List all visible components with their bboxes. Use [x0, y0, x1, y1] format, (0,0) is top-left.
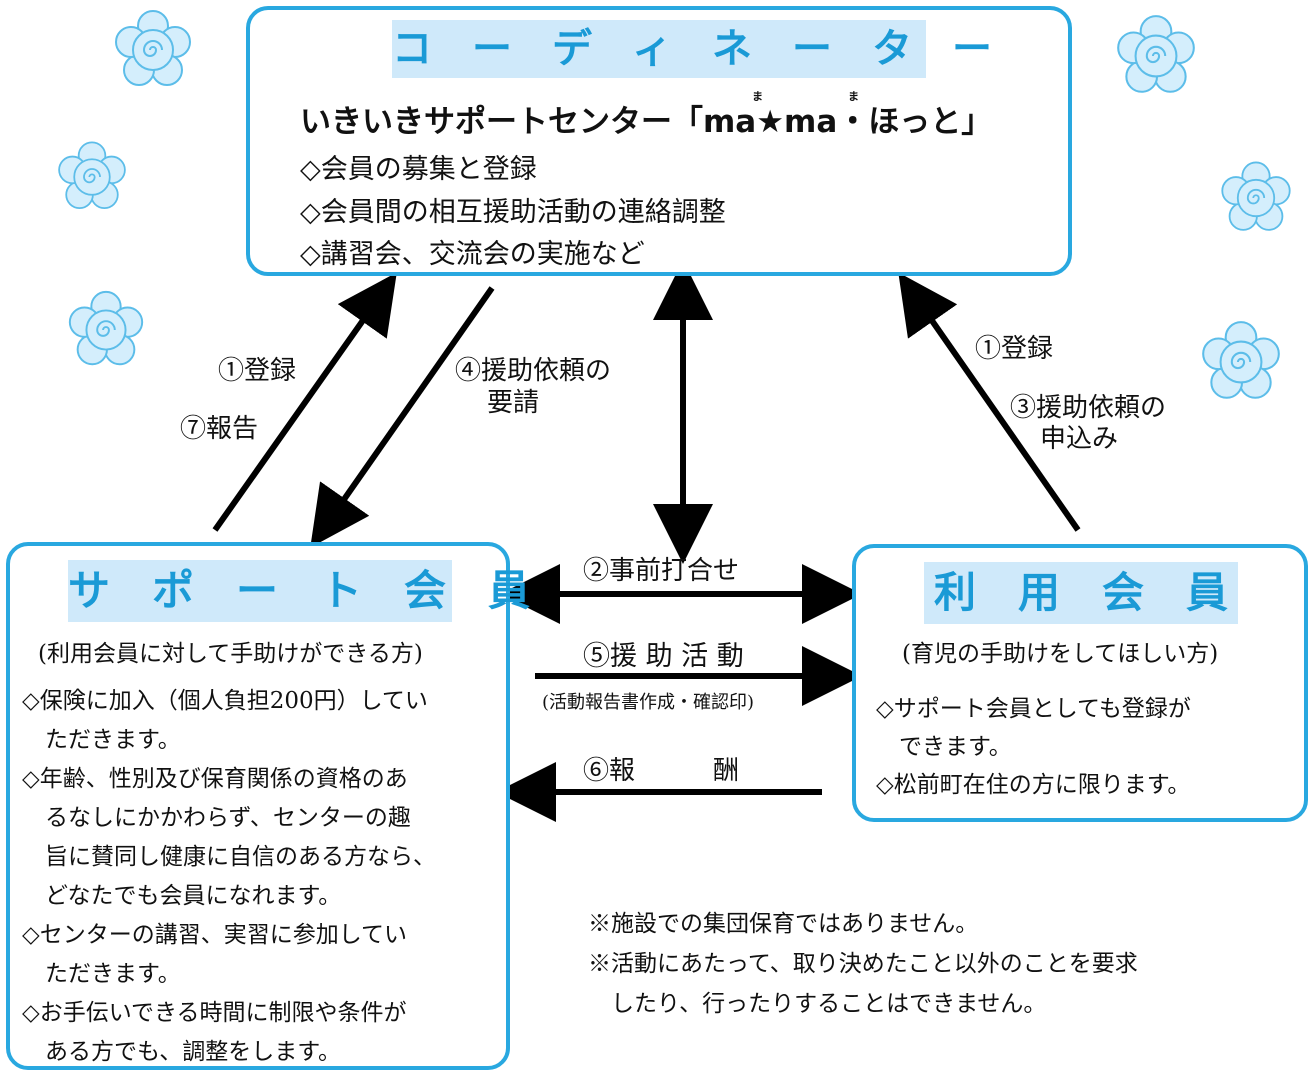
arrow-support-to-coordinator [212, 272, 397, 532]
note-line: したり、行ったりすることはできません。 [588, 991, 1047, 1017]
label-request: ④援助依頼の [455, 356, 612, 386]
center-name-star: ★ [756, 104, 785, 140]
user-line: できます。 [876, 734, 1012, 760]
support-line: ◇年齢、性別及び保育関係の資格のあ [22, 766, 408, 792]
note-line: ※活動にあたって、取り決めたこと以外のことを要求 [588, 951, 1138, 977]
support-line: ◇センターの講習、実習に参加してい [22, 922, 407, 948]
center-name-ma2: ma [784, 104, 838, 140]
note-line: ※施設での集団保育ではありません。 [588, 911, 979, 937]
support-member-subtitle: (利用会員に対して手助けができる方) [38, 641, 423, 667]
support-line: ◇保険に加入（個人負担200円）してい [22, 688, 428, 714]
label-activity-note: (活動報告書作成・確認印) [542, 692, 755, 713]
arrow-user-to-coordinator [898, 272, 1081, 532]
support-member-box [6, 542, 510, 1070]
center-name-suffix: ・ほっと」 [837, 104, 993, 140]
coordinator-item: ◇会員間の相互援助活動の連絡調整 [300, 197, 726, 228]
user-line: ◇サポート会員としても登録が [876, 696, 1191, 722]
user-member-heading: 利 用 会 員 [924, 562, 1238, 624]
user-line: ◇松前町在住の方に限ります。 [876, 772, 1191, 798]
support-member-lines: ◇保険に加入（個人負担200円）してい ただきます。 ◇年齢、性別及び保育関係の… [22, 682, 436, 1072]
label-right-register: ①登録 [975, 334, 1054, 364]
coordinator-heading: コ ー デ ィ ネ ー タ ー [392, 20, 992, 78]
flower-icon [68, 290, 144, 366]
support-line: ただきます。 [22, 727, 181, 753]
support-line: ◇お手伝いできる時間に制限や条件が [22, 1000, 407, 1026]
flower-icon [1117, 15, 1195, 93]
support-member-heading: サ ポ ー ト 会 員 [68, 560, 530, 622]
support-line: どなたでも会員になれます。 [22, 883, 342, 909]
label-apply-2: 申込み [1040, 424, 1119, 454]
support-line: ただきます。 [22, 961, 181, 987]
label-meeting: ②事前打合せ [583, 556, 740, 586]
label-apply: ③援助依頼の [1010, 393, 1167, 423]
coordinator-item: ◇会員の募集と登録 [300, 154, 537, 185]
arrow-coordinator-to-support [310, 286, 495, 548]
flower-icon [58, 141, 126, 209]
flower-icon [115, 10, 191, 86]
support-line: ある方でも、調整をします。 [22, 1039, 342, 1065]
user-member-subtitle: (育児の手助けをしてほしい方) [902, 641, 1219, 667]
center-name-prefix: いきいきサポートセンター「 [300, 104, 703, 140]
user-member-lines: ◇サポート会員としても登録が できます。 ◇松前町在住の方に限ります。 [876, 690, 1191, 804]
coordinator-center-name: いきいきサポートセンター「ma★ma・ほっと」 [300, 96, 992, 141]
ruby-ma-2: ま [848, 90, 859, 103]
label-left-report: ⑦報告 [180, 414, 259, 444]
center-name-ma1: ma [703, 104, 757, 140]
label-reward: ⑥報 酬 [583, 756, 740, 786]
label-left-register: ①登録 [218, 356, 297, 386]
flower-icon [1202, 321, 1280, 399]
ruby-ma-1: ま [752, 90, 763, 103]
flower-icon [1221, 161, 1291, 231]
label-request-2: 要請 [487, 388, 540, 418]
notes: ※施設での集団保育ではありません。 ※活動にあたって、取り決めたこと以外のことを… [588, 904, 1138, 1024]
coordinator-item: ◇講習会、交流会の実施など [300, 239, 645, 270]
label-activity: ⑤援 助 活 動 [583, 641, 744, 672]
support-line: るなしにかかわらず、センターの趣 [22, 805, 411, 831]
support-line: 旨に賛同し健康に自信のある方なら、 [22, 844, 436, 870]
